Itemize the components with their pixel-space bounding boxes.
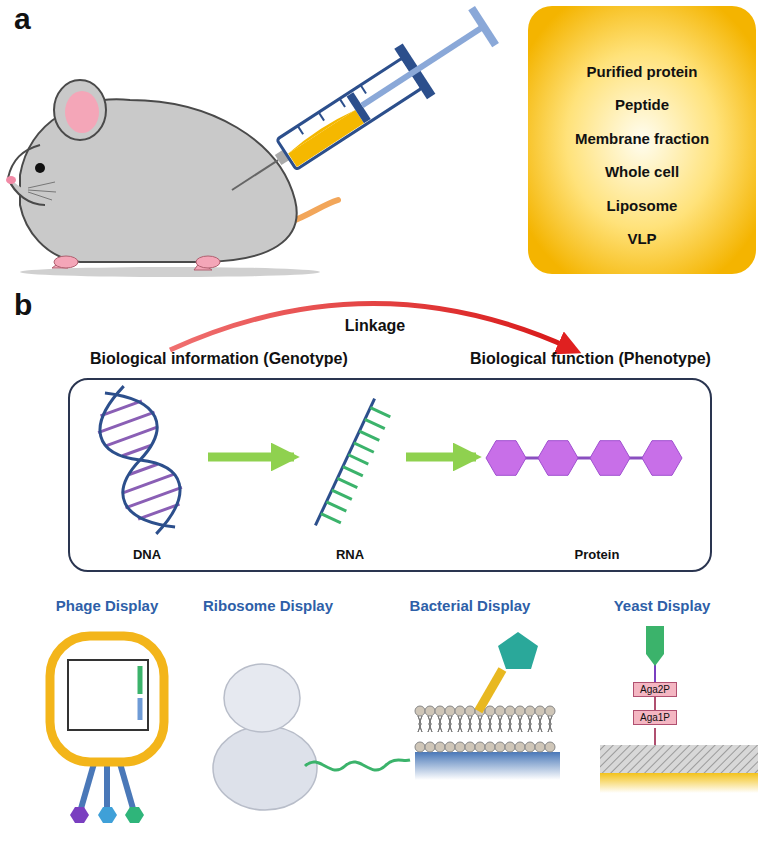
panel-letter: a bbox=[14, 2, 31, 36]
antigen-item: Purified protein bbox=[587, 63, 698, 80]
dna-helix bbox=[86, 379, 194, 540]
arrow-label: Linkage bbox=[345, 317, 405, 335]
molecule-label: DNA bbox=[133, 547, 161, 562]
method-label: Bacterial Display bbox=[410, 597, 531, 614]
ribosome bbox=[213, 664, 410, 810]
link-line bbox=[654, 697, 656, 710]
phage bbox=[50, 636, 164, 823]
dna-node: DNA bbox=[92, 384, 202, 570]
method-label: Ribosome Display bbox=[203, 597, 333, 614]
panel-letter: b bbox=[14, 288, 32, 322]
central-dogma-box: DNARNAProteinBiological information (Gen… bbox=[68, 378, 712, 572]
method-label: Yeast Display bbox=[614, 597, 711, 614]
linkage-arrow bbox=[170, 303, 570, 350]
flow-arrow bbox=[406, 453, 476, 462]
bacterial-membrane bbox=[415, 632, 560, 780]
rna-strand bbox=[315, 399, 394, 535]
method-label: Phage Display bbox=[56, 597, 159, 614]
mouse bbox=[6, 80, 338, 277]
antigen-item: Membrane fraction bbox=[575, 130, 709, 147]
antigen-item: Peptide bbox=[615, 96, 669, 113]
flow-arrow bbox=[208, 453, 294, 462]
yeast-cell-wall bbox=[600, 626, 758, 793]
protein-label: Aga1P bbox=[640, 712, 670, 723]
section-heading: Biological information (Genotype) bbox=[90, 350, 348, 368]
molecule-label: RNA bbox=[336, 547, 364, 562]
list-panel bbox=[528, 6, 756, 274]
rna-node: RNA bbox=[300, 384, 400, 570]
section-heading: Biological function (Phenotype) bbox=[470, 350, 711, 368]
antigen-item: Whole cell bbox=[605, 163, 679, 180]
antigen-item: Liposome bbox=[607, 197, 678, 214]
aga-box: Aga2P bbox=[633, 682, 677, 697]
protein-chain bbox=[486, 441, 682, 476]
protein-label: Aga2P bbox=[640, 684, 670, 695]
syringe bbox=[216, 0, 504, 215]
aga-box: Aga1P bbox=[633, 710, 677, 725]
protein-node: Protein bbox=[482, 384, 712, 570]
molecule-label: Protein bbox=[575, 547, 620, 562]
antigen-item: VLP bbox=[627, 230, 656, 247]
antigen-list: Purified proteinPeptideMembrane fraction… bbox=[528, 6, 756, 274]
